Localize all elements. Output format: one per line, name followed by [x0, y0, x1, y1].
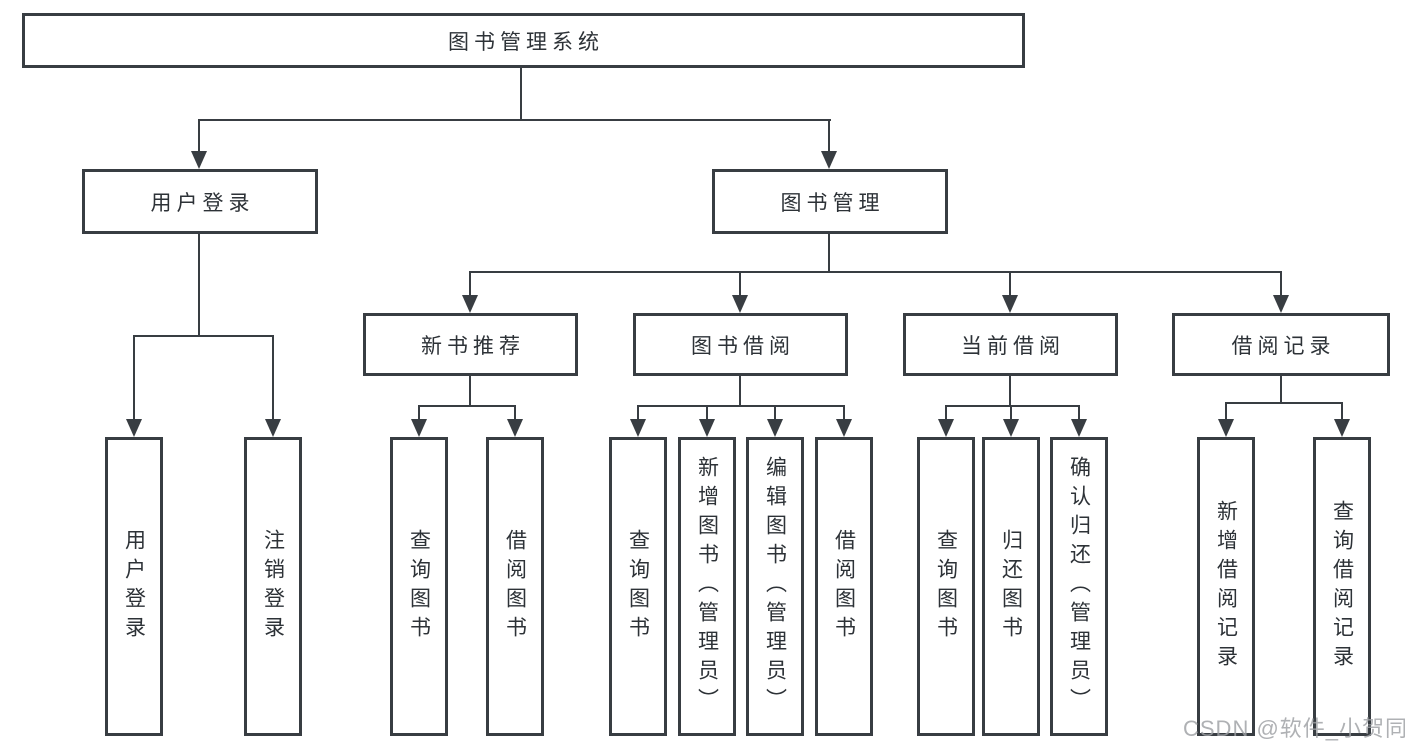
- connector-records-stem: [1280, 375, 1282, 404]
- node-user-login: 用户登录: [82, 169, 318, 234]
- node-new-book-recommendation: 新书推荐: [363, 313, 578, 376]
- arrow-down-icon: [1071, 419, 1087, 437]
- connector-borrowing-branch: [637, 405, 845, 407]
- connector-drop-recommend: [469, 271, 471, 297]
- leaf-query-books-current: 查询图书: [917, 437, 975, 736]
- arrow-down-icon: [630, 419, 646, 437]
- leaf-borrow-books-recommend: 借阅图书: [486, 437, 544, 736]
- connector-drop-leaf: [418, 405, 420, 421]
- arrow-down-icon: [265, 419, 281, 437]
- connector-drop-leaf: [514, 405, 516, 421]
- arrow-down-icon: [507, 419, 523, 437]
- arrow-down-icon: [1334, 419, 1350, 437]
- node-library-management-system: 图书管理系统: [22, 13, 1025, 68]
- connector-drop-user-login: [198, 119, 200, 153]
- connector-drop-book-management: [828, 119, 830, 153]
- connector-borrowing-stem: [739, 375, 741, 407]
- connector-drop-current: [1009, 271, 1011, 297]
- connector-drop-records: [1280, 271, 1282, 297]
- connector-drop-leaf: [1010, 405, 1012, 421]
- leaf-query-books-borrowing: 查询图书: [609, 437, 667, 736]
- connector-drop-leaf: [133, 335, 135, 421]
- leaf-edit-book-admin: 编辑图书（管理员）: [746, 437, 804, 736]
- leaf-borrow-books-borrowing: 借阅图书: [815, 437, 873, 736]
- connector-drop-leaf: [843, 405, 845, 421]
- connector-drop-leaf: [1078, 405, 1080, 421]
- arrow-down-icon: [411, 419, 427, 437]
- connector-records-branch: [1225, 402, 1343, 404]
- connector-drop-leaf: [706, 405, 708, 421]
- arrow-down-icon: [938, 419, 954, 437]
- arrow-down-icon: [1273, 295, 1289, 313]
- connector-login-stem: [198, 234, 200, 337]
- connector-root-stem: [520, 68, 522, 121]
- connector-current-branch: [945, 405, 1080, 407]
- arrow-down-icon: [126, 419, 142, 437]
- leaf-query-borrow-record: 查询借阅记录: [1313, 437, 1371, 736]
- leaf-return-book: 归还图书: [982, 437, 1040, 736]
- arrow-down-icon: [767, 419, 783, 437]
- leaf-user-login: 用户登录: [105, 437, 163, 736]
- arrow-down-icon: [836, 419, 852, 437]
- leaf-add-borrow-record: 新增借阅记录: [1197, 437, 1255, 736]
- connector-mgmt-stem: [828, 234, 830, 273]
- node-book-management: 图书管理: [712, 169, 948, 234]
- connector-recommend-stem: [469, 375, 471, 407]
- connector-drop-leaf: [774, 405, 776, 421]
- arrow-down-icon: [191, 151, 207, 169]
- arrow-down-icon: [1002, 295, 1018, 313]
- connector-drop-borrowing: [739, 271, 741, 297]
- node-book-borrowing: 图书借阅: [633, 313, 848, 376]
- connector-drop-leaf: [945, 405, 947, 421]
- node-borrowing-records: 借阅记录: [1172, 313, 1390, 376]
- connector-drop-leaf: [1341, 402, 1343, 421]
- connector-drop-leaf: [272, 335, 274, 421]
- arrow-down-icon: [821, 151, 837, 169]
- connector-mgmt-branch: [469, 271, 1282, 273]
- leaf-confirm-return-admin: 确认归还（管理员）: [1050, 437, 1108, 736]
- csdn-watermark: CSDN @软件_小贺同学: [1183, 716, 1405, 741]
- arrow-down-icon: [732, 295, 748, 313]
- connector-root-branch: [198, 119, 831, 121]
- arrow-down-icon: [1218, 419, 1234, 437]
- arrow-down-icon: [462, 295, 478, 313]
- leaf-query-books-recommend: 查询图书: [390, 437, 448, 736]
- connector-login-branch: [133, 335, 274, 337]
- leaf-add-book-admin: 新增图书（管理员）: [678, 437, 736, 736]
- node-current-borrowing: 当前借阅: [903, 313, 1118, 376]
- connector-drop-leaf: [637, 405, 639, 421]
- connector-current-stem: [1009, 375, 1011, 407]
- arrow-down-icon: [1003, 419, 1019, 437]
- connector-recommend-branch: [418, 405, 516, 407]
- arrow-down-icon: [699, 419, 715, 437]
- leaf-logout: 注销登录: [244, 437, 302, 736]
- connector-drop-leaf: [1225, 402, 1227, 421]
